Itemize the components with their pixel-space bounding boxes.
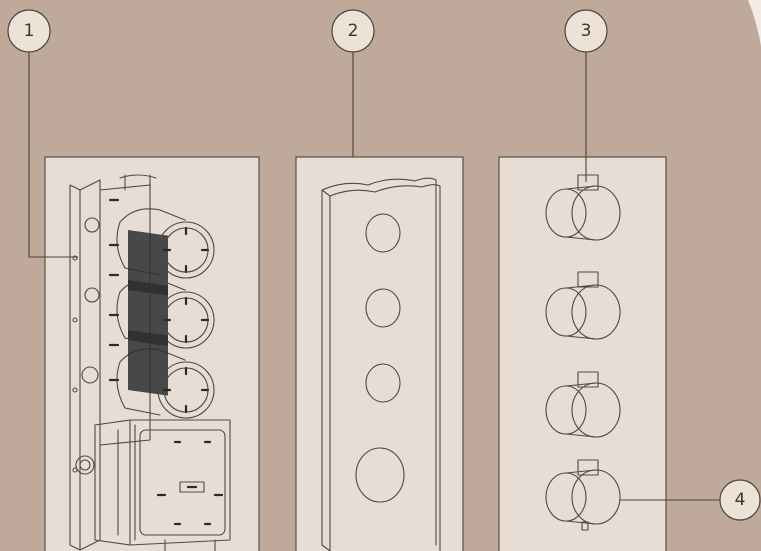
cover-plate-illustration: [321, 177, 441, 551]
callout-label: 1: [24, 21, 35, 41]
callout-3: 3: [564, 9, 608, 53]
handles-illustration: [545, 174, 621, 531]
callout-label: 3: [581, 21, 592, 41]
valve-body-illustration: [69, 174, 231, 551]
callout-label: 2: [348, 21, 359, 41]
leader-line-1: [28, 52, 78, 258]
callout-label: 4: [735, 490, 746, 510]
callout-1: 1: [7, 9, 51, 53]
panel-handles: [498, 156, 667, 551]
panel-cover-plate: [295, 156, 464, 551]
callout-2: 2: [331, 9, 375, 53]
callout-4: 4: [719, 479, 761, 521]
corner-decoration: [748, 0, 761, 46]
